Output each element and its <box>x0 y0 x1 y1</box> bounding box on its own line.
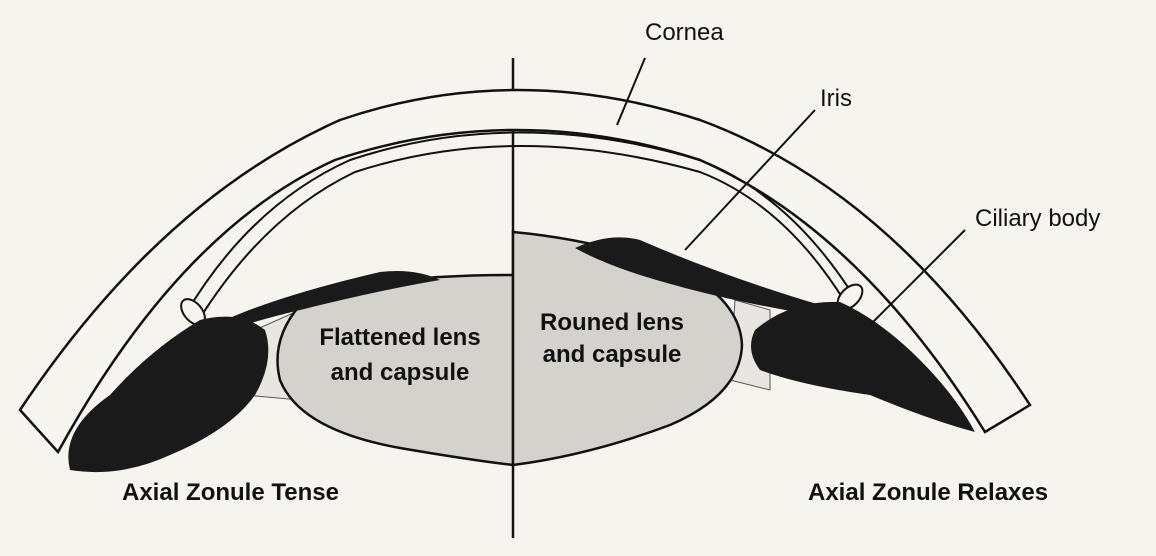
cornea-label: Cornea <box>645 19 724 46</box>
left-caption: Axial Zonule Tense <box>122 479 339 506</box>
flattened-lens-label-line2: and capsule <box>331 359 470 386</box>
iris-label: Iris <box>820 85 852 112</box>
rounded-lens-label-line1: Rouned lens <box>540 309 684 336</box>
rounded-lens-label-line2: and capsule <box>543 341 682 368</box>
flattened-lens-label-line1: Flattened lens <box>319 324 480 351</box>
right-caption: Axial Zonule Relaxes <box>808 479 1048 506</box>
ciliary-body-label: Ciliary body <box>975 205 1100 232</box>
